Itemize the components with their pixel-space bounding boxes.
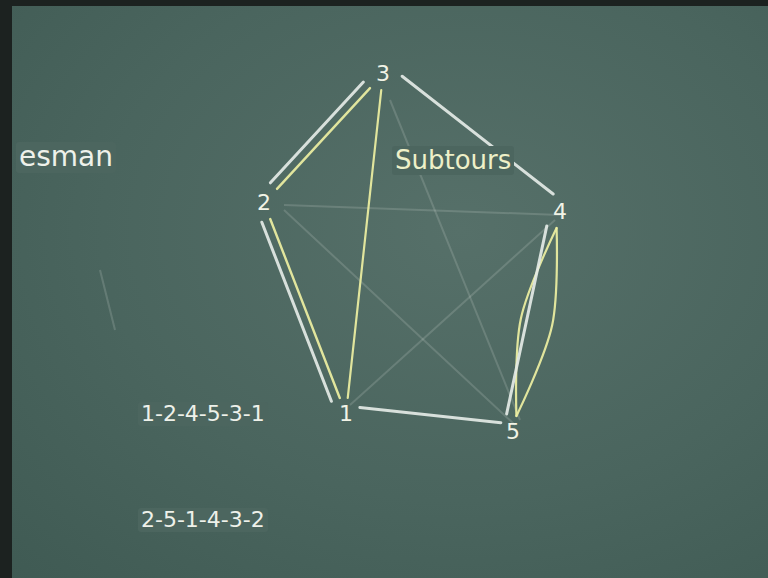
faint-chalk-lines — [100, 100, 560, 425]
vertex-label: 2 — [255, 191, 273, 215]
subtour-edge — [277, 88, 370, 189]
tour-edge — [262, 222, 332, 401]
vertex-label: 3 — [374, 62, 392, 86]
label-text: 1-2-4-5-3-1 — [141, 401, 265, 426]
subtour-edge — [516, 228, 557, 416]
tour-edge — [402, 76, 553, 194]
vertex-label: 5 — [504, 420, 522, 444]
vertex-number: 1 — [339, 401, 353, 426]
vertex-number: 2 — [257, 190, 271, 215]
tour-edge — [507, 226, 547, 414]
label-text: esman — [19, 140, 113, 173]
vertex-number: 4 — [553, 199, 567, 224]
tour-sequence: 2-5-1-4-3-2 — [138, 508, 268, 532]
faint-chalk-line — [100, 270, 115, 330]
label-text: 2-5-1-4-3-2 — [141, 507, 265, 532]
board-frame — [0, 0, 768, 6]
tour-edge — [360, 407, 501, 422]
subtour-edge — [516, 228, 557, 416]
tour-edge — [270, 82, 363, 183]
faint-chalk-line — [350, 220, 555, 405]
faint-chalk-line — [390, 100, 520, 420]
tour-sequence: 1-2-4-5-3-1 — [138, 402, 268, 426]
board-frame — [0, 0, 12, 578]
faint-chalk-line — [284, 205, 560, 215]
vertex-number: 3 — [376, 61, 390, 86]
label-text: Subtours — [395, 145, 511, 175]
subtour-edge — [348, 90, 382, 398]
tour-sequence: esman — [16, 142, 116, 173]
subtour-edge — [270, 219, 340, 398]
board-heading: Subtours — [392, 146, 514, 175]
vertex-label: 1 — [337, 402, 355, 426]
vertex-label: 4 — [551, 200, 569, 224]
faint-chalk-line — [284, 210, 515, 425]
vertex-number: 5 — [506, 419, 520, 444]
